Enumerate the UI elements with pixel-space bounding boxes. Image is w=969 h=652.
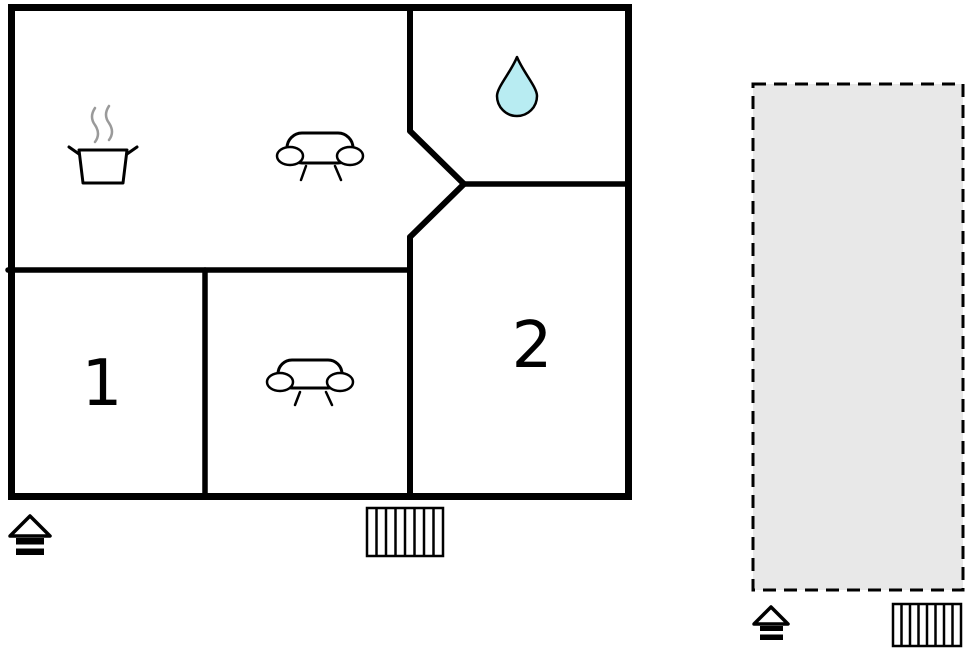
steam-line-left (90, 106, 100, 144)
sofa-icon (275, 131, 365, 182)
sofa-leg-left (293, 390, 302, 407)
sofa-armrest-right (325, 371, 355, 393)
sofa-leg-right (333, 164, 343, 182)
entrance-roof (8, 514, 52, 538)
water-drop-icon (495, 55, 539, 118)
entrance-base-stripe (16, 544, 44, 549)
exterior-wall (8, 4, 632, 500)
room2-label: 2 (512, 309, 553, 383)
wall-bathroom-diagonal (407, 128, 467, 187)
entrance-base-stripe (760, 631, 783, 635)
building-outline (8, 4, 632, 500)
entrance-roof (752, 605, 790, 626)
room1-label: 1 (82, 347, 123, 421)
pot-handle-right (125, 145, 139, 156)
water-drop-shape (495, 55, 539, 118)
stairs-icon-2 (891, 602, 963, 648)
sofa-leg-right (324, 390, 334, 407)
sofa-icon-2 (265, 358, 355, 407)
pot-handle-left (67, 145, 81, 156)
stairs-icon (365, 506, 445, 558)
pot-body (77, 148, 129, 185)
terrace-area (751, 82, 965, 592)
sofa-armrest-right (335, 145, 365, 167)
entrance-house-icon-2 (752, 605, 790, 640)
sofa-armrest-left (275, 145, 305, 167)
interior-walls (5, 5, 632, 500)
entrance-house-icon (8, 514, 52, 555)
wall-room2-diagonal (407, 181, 467, 240)
sofa-leg-left (299, 164, 308, 182)
pot-icon (67, 104, 139, 185)
sofa-armrest-left (265, 371, 295, 393)
terrace-outline (751, 82, 965, 592)
steam-line-right (104, 104, 114, 142)
